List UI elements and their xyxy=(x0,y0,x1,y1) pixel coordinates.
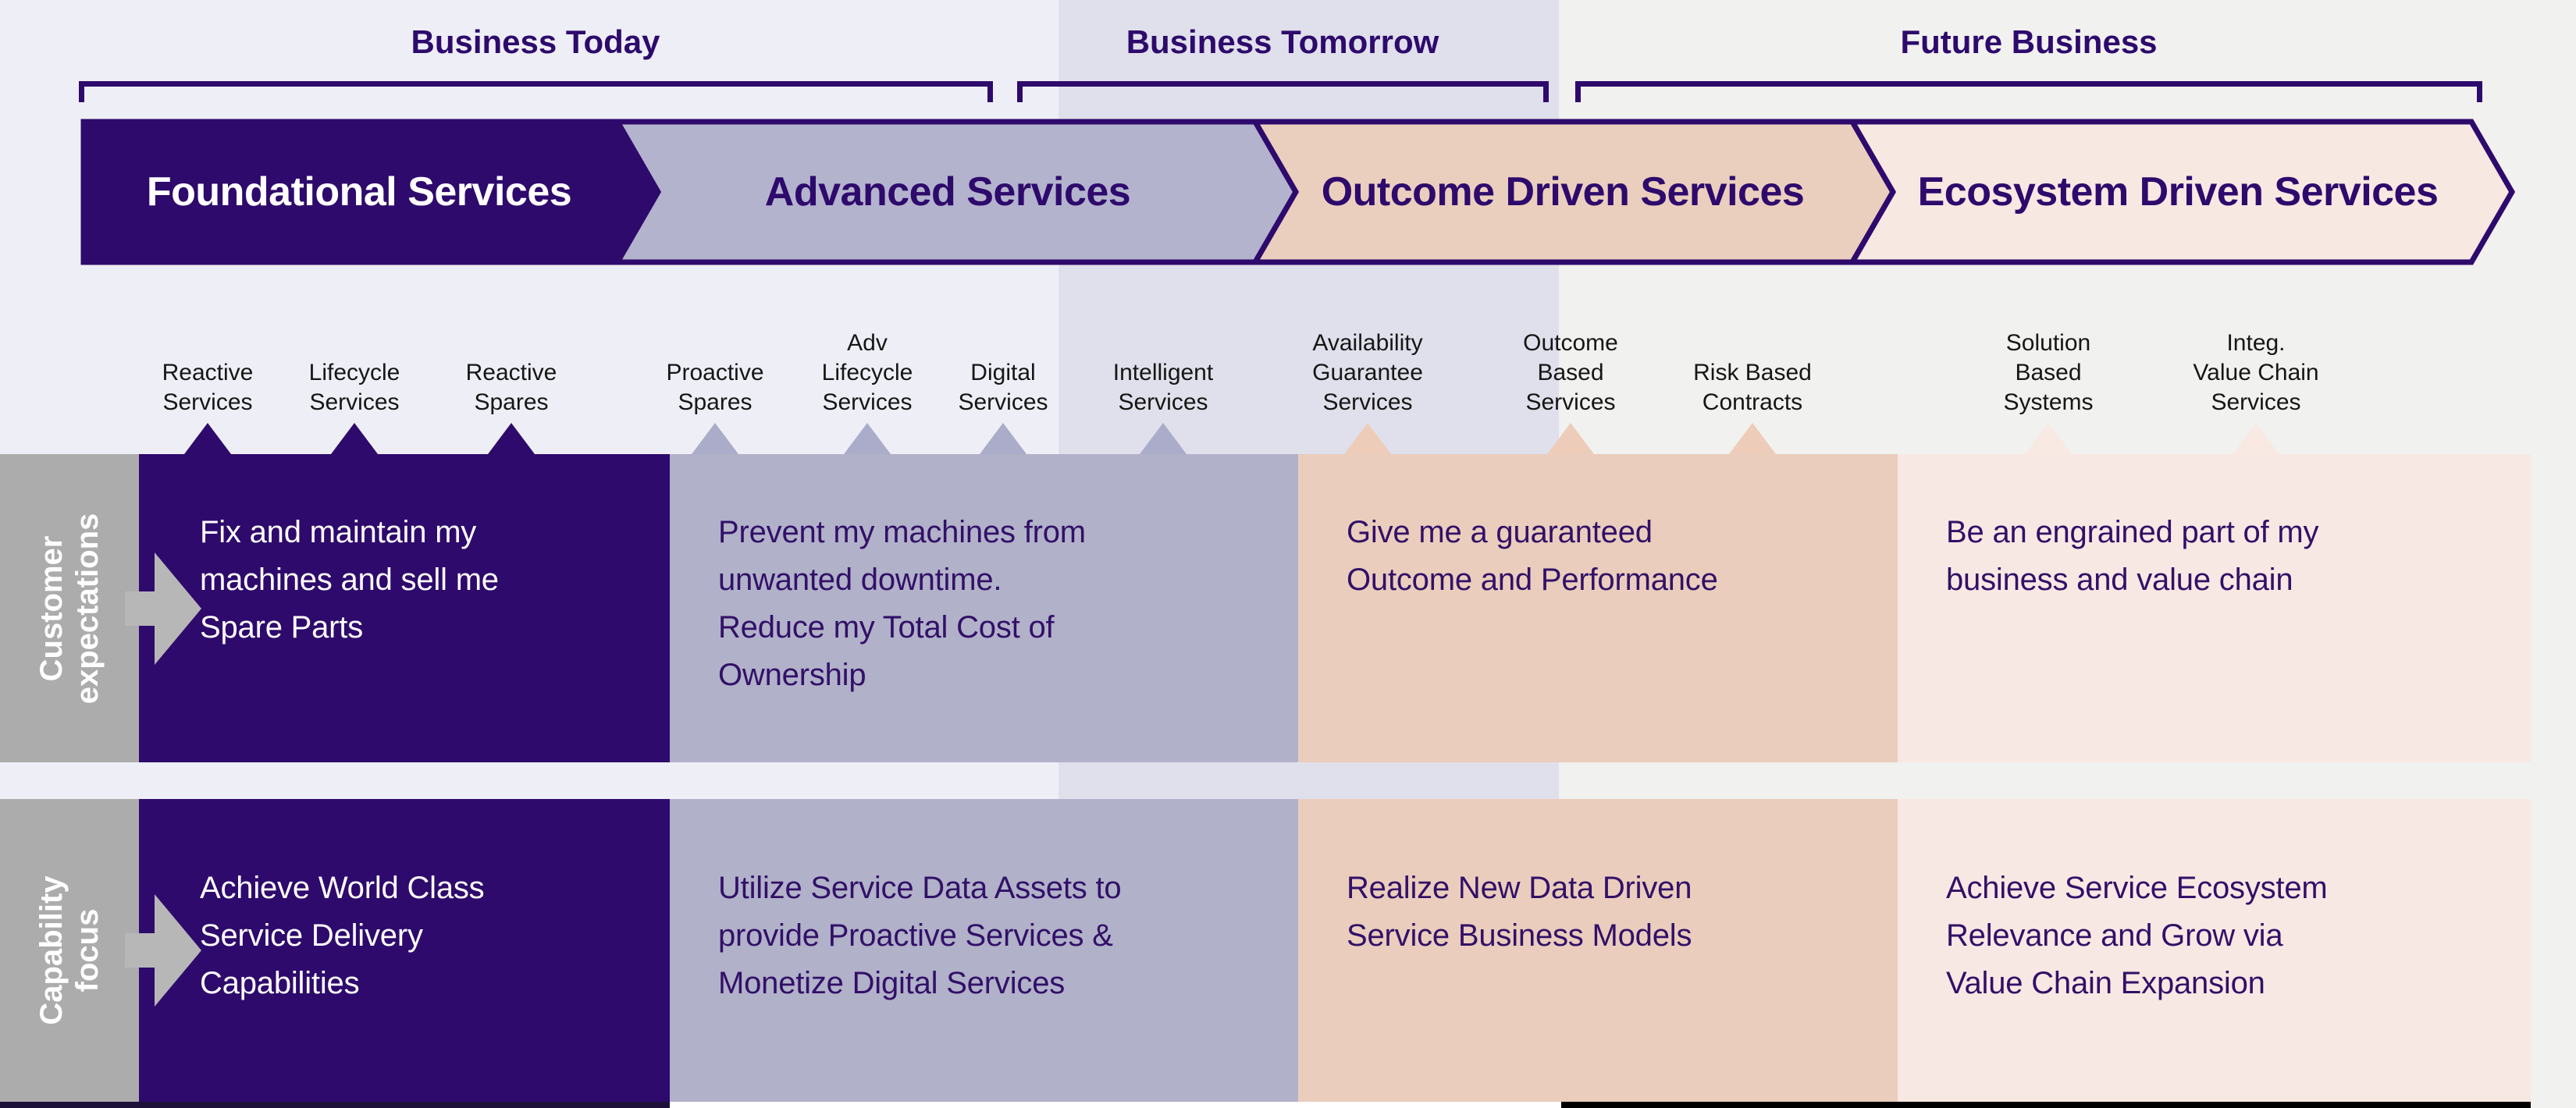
bracket-3 xyxy=(1575,81,2482,87)
row-side-label-text: Capability focus xyxy=(34,875,105,1025)
phase-header-3: Future Business xyxy=(1900,23,2158,60)
bracket-tick xyxy=(1575,81,1581,102)
chevron-label-3: Outcome Driven Services xyxy=(1321,169,1805,215)
chevron-label-1: Foundational Services xyxy=(146,169,572,215)
pointer-triangle xyxy=(184,423,231,454)
pointer-triangle xyxy=(1729,423,1776,454)
bracket-tick xyxy=(79,81,84,102)
pointer-triangle xyxy=(980,423,1026,454)
cell-capability-focus-1: Achieve World Class Service Delivery Cap… xyxy=(139,799,670,1102)
cell-text: Be an engrained part of my business and … xyxy=(1946,515,2319,597)
bracket-2 xyxy=(1017,81,1549,87)
phase-header-2: Business Tomorrow xyxy=(1126,23,1439,60)
right-arrow-shape xyxy=(125,894,201,1007)
service-label: Adv Lifecycle Services xyxy=(821,330,913,415)
service-label: Outcome Based Services xyxy=(1523,330,1618,415)
service-label: Intelligent Services xyxy=(1112,360,1214,415)
cell-text: Fix and maintain my machines and sell me… xyxy=(200,515,499,645)
chevron-label-2: Advanced Services xyxy=(764,169,1131,215)
cell-text: Achieve Service Ecosystem Relevance and … xyxy=(1946,871,2328,1000)
pointer-triangle xyxy=(331,423,378,454)
cell-capability-focus-3: Realize New Data Driven Service Business… xyxy=(1298,799,1898,1102)
pointer-triangle xyxy=(692,423,738,454)
bottom-strip xyxy=(0,1102,670,1108)
cell-text: Utilize Service Data Assets to provide P… xyxy=(718,871,1122,1000)
service-label: Reactive Spares xyxy=(465,360,557,415)
row-side-label-text: Customer expectations xyxy=(34,513,105,704)
bracket-tick xyxy=(1543,81,1549,102)
cell-capability-focus-4: Achieve Service Ecosystem Relevance and … xyxy=(1898,799,2531,1102)
service-label: Availability Guarantee Services xyxy=(1312,330,1423,415)
right-arrow-icon xyxy=(125,894,201,1007)
bracket-1 xyxy=(79,81,993,87)
pointer-triangle xyxy=(844,423,891,454)
cell-customer-expectations-3: Give me a guaranteed Outcome and Perform… xyxy=(1298,454,1898,762)
right-arrow-shape xyxy=(125,552,201,665)
pointer-triangle xyxy=(1547,423,1594,454)
bracket-tick xyxy=(1017,81,1023,102)
cell-text: Give me a guaranteed Outcome and Perform… xyxy=(1347,515,1718,597)
chevron-label-4: Ecosystem Driven Services xyxy=(1917,169,2439,215)
bracket-tick xyxy=(987,81,993,102)
pointer-triangle xyxy=(2025,423,2072,454)
service-label: Integ. Value Chain Services xyxy=(2193,330,2319,415)
row-side-label-capability-focus: Capability focus xyxy=(0,799,139,1102)
phase-header-1: Business Today xyxy=(411,23,660,60)
cell-text: Achieve World Class Service Delivery Cap… xyxy=(200,871,485,1000)
service-label: Lifecycle Services xyxy=(308,360,400,415)
cell-text: Realize New Data Driven Service Business… xyxy=(1347,871,1692,953)
cell-text: Prevent my machines from unwanted downti… xyxy=(718,515,1086,692)
service-label: Digital Services xyxy=(958,360,1048,415)
right-arrow-icon xyxy=(125,552,201,665)
service-label: Reactive Services xyxy=(162,360,254,415)
bottom-strip xyxy=(1561,1102,2531,1108)
cell-customer-expectations-4: Be an engrained part of my business and … xyxy=(1898,454,2531,762)
bottom-strip xyxy=(670,1102,1561,1108)
service-maturity-chevrons xyxy=(80,119,2516,265)
pointer-triangle xyxy=(1140,423,1187,454)
pointer-triangle xyxy=(1344,423,1391,454)
cell-capability-focus-2: Utilize Service Data Assets to provide P… xyxy=(670,799,1298,1102)
cell-customer-expectations-1: Fix and maintain my machines and sell me… xyxy=(139,454,670,762)
cell-customer-expectations-2: Prevent my machines from unwanted downti… xyxy=(670,454,1298,762)
service-label: Solution Based Systems xyxy=(2003,330,2094,415)
chevron-segment-4 xyxy=(1847,119,2516,265)
pointer-triangle xyxy=(488,423,535,454)
pointer-triangle xyxy=(2233,423,2279,454)
row-side-label-customer-expectations: Customer expectations xyxy=(0,454,139,762)
service-label: Risk Based Contracts xyxy=(1693,360,1812,415)
service-label: Proactive Spares xyxy=(666,360,764,415)
bracket-tick xyxy=(2477,81,2482,102)
